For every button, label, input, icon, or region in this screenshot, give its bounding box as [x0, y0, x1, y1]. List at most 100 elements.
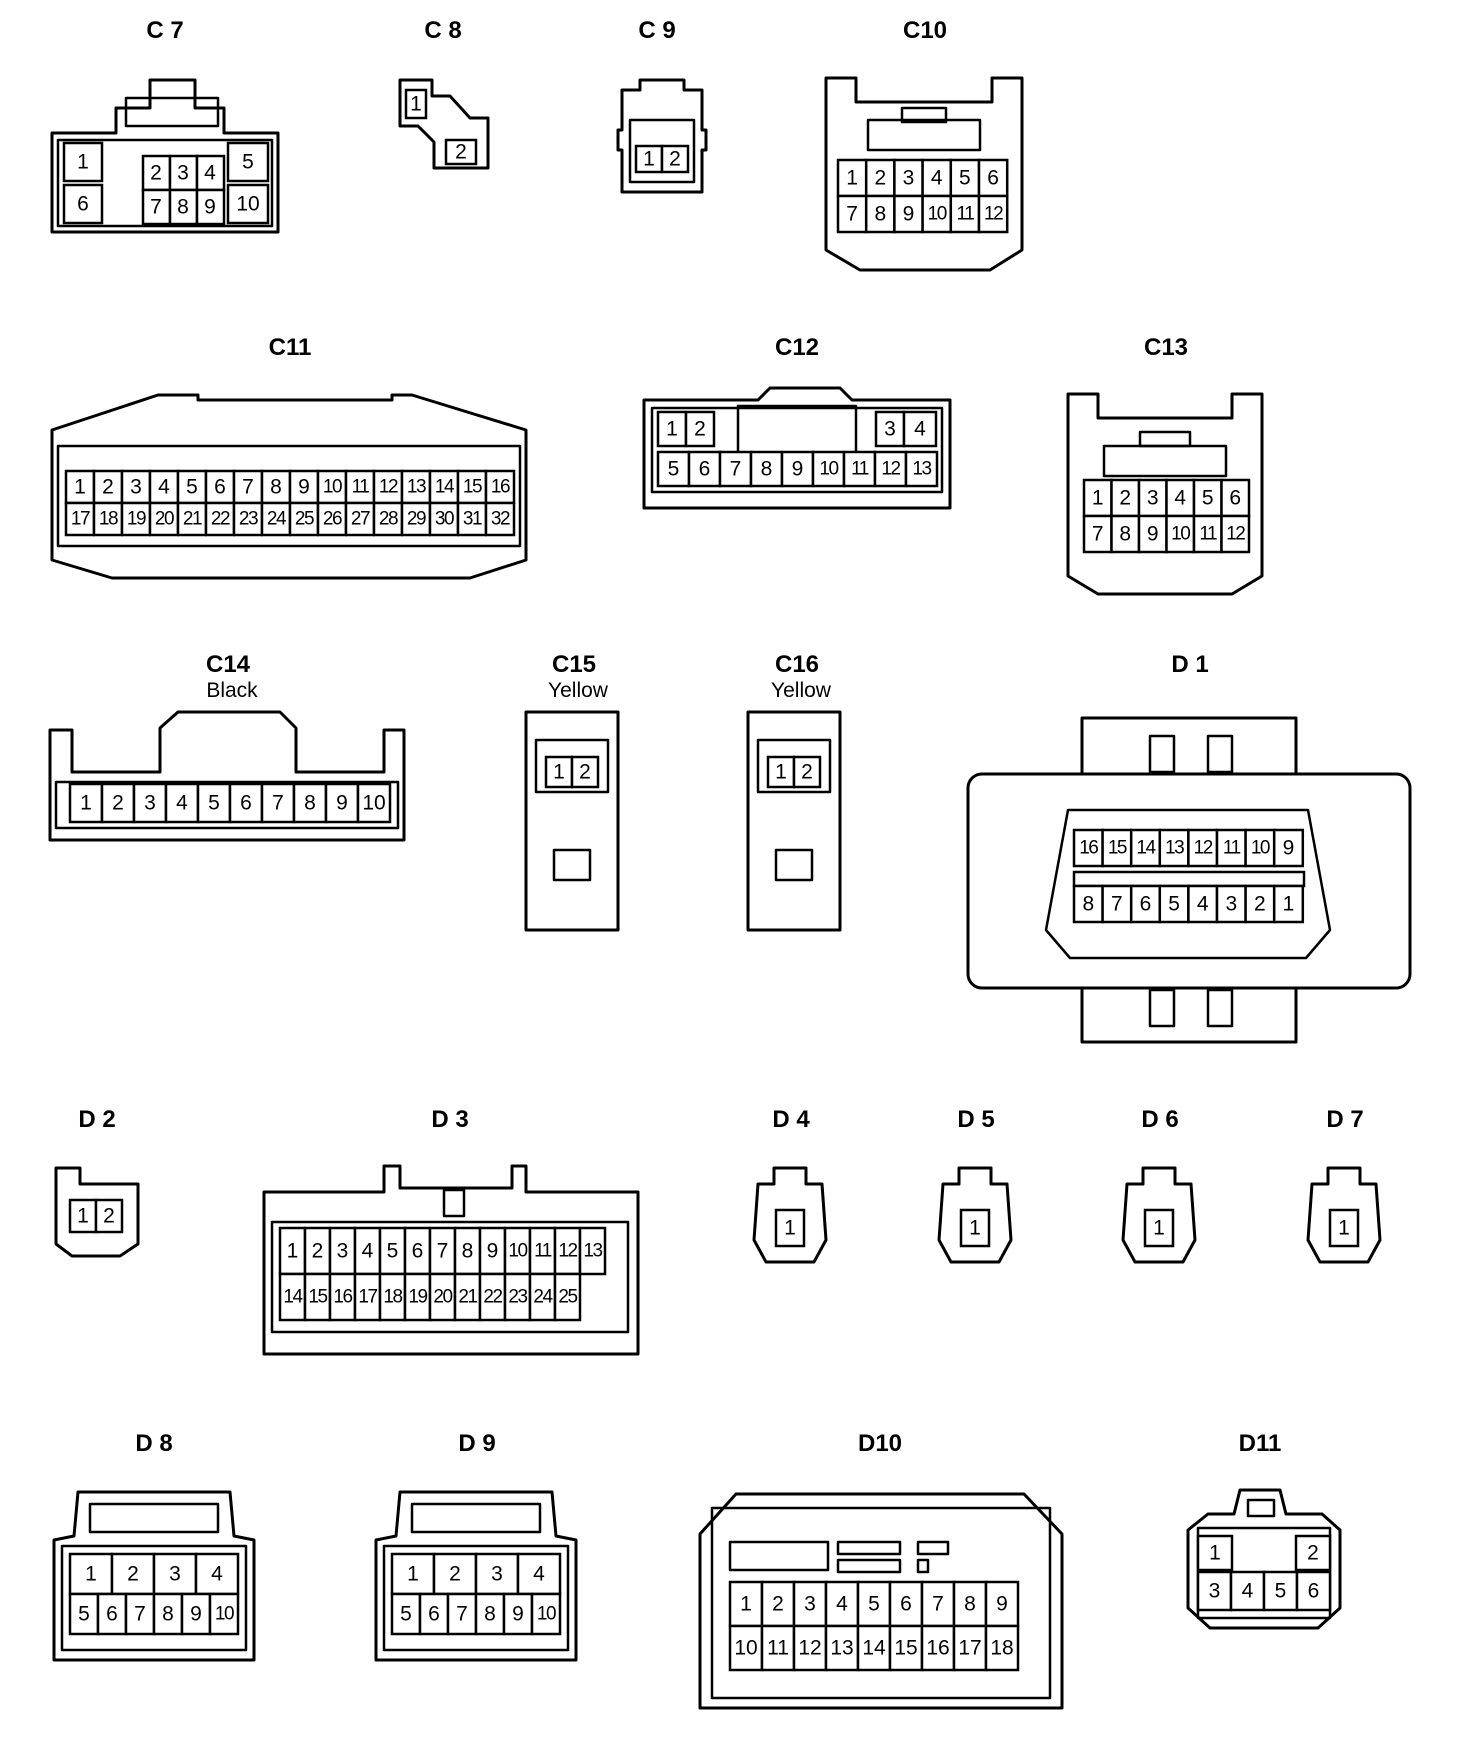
- pin-cell: [1072, 828, 1104, 868]
- pin: 7: [1092, 523, 1104, 546]
- connector-label: D 8: [135, 1430, 172, 1457]
- pin-cell: [503, 1272, 532, 1322]
- connector-label: C12: [775, 334, 819, 361]
- pin-cell: [1082, 514, 1113, 554]
- pin-cell: [288, 501, 320, 537]
- pin: 11: [352, 477, 370, 498]
- pin-cell: [378, 1226, 407, 1276]
- pin: 6: [240, 792, 252, 815]
- pin: 1: [740, 1593, 752, 1616]
- pin: 5: [208, 792, 220, 815]
- connector-label: D10: [858, 1430, 902, 1457]
- pin: 2: [669, 148, 681, 171]
- pin: 6: [699, 458, 711, 481]
- pin: 8: [1082, 893, 1094, 916]
- pin-cell: [893, 158, 924, 198]
- pin: 5: [1275, 1580, 1287, 1603]
- pin: 7: [242, 476, 254, 499]
- pin: 3: [337, 1240, 349, 1263]
- pin-cell: [1101, 884, 1133, 924]
- pin: 10: [1251, 838, 1270, 859]
- connector-label: D 2: [78, 1106, 115, 1133]
- pin: 5: [668, 458, 680, 481]
- connector-label: D 4: [772, 1106, 810, 1133]
- pin: 24: [267, 509, 287, 530]
- pin: 5: [78, 1603, 90, 1626]
- pin: 5: [868, 1593, 880, 1616]
- pin-cell: [977, 194, 1009, 234]
- pin: 4: [836, 1593, 848, 1616]
- pin: 10: [928, 204, 947, 225]
- pin: 13: [830, 1637, 853, 1660]
- pin-cell: [132, 782, 168, 824]
- pin: 26: [323, 509, 342, 530]
- pin-cell: [873, 450, 908, 488]
- pin: 14: [435, 477, 455, 498]
- pin-cell: [904, 450, 939, 488]
- pin-cell: [152, 1552, 198, 1596]
- pin: 10: [323, 477, 342, 498]
- pin-grid: 1 6 2 3 4 7 8 9 5 10: [62, 141, 270, 226]
- connector-sublabel: Yellow: [771, 679, 832, 702]
- pin: 2: [694, 418, 706, 441]
- pin-cell: [836, 158, 868, 198]
- pin: 2: [127, 1563, 139, 1586]
- pin-cell: [578, 1226, 607, 1276]
- pin-cell: [428, 1272, 457, 1322]
- pin: 27: [351, 509, 370, 530]
- connector-label: C15: [552, 651, 596, 678]
- pin: 22: [211, 509, 230, 530]
- pin: 25: [295, 509, 314, 530]
- connector-label: D 7: [1326, 1106, 1363, 1133]
- pin-cell: [194, 1552, 240, 1596]
- pin-cell: [372, 501, 404, 537]
- pin: 1: [775, 761, 787, 784]
- pin: 6: [987, 167, 999, 190]
- pin: 11: [1223, 838, 1241, 859]
- pin: 9: [903, 203, 915, 226]
- pin-cell: [502, 1592, 534, 1636]
- pin: 24: [533, 1287, 553, 1308]
- pin: 1: [77, 1205, 89, 1228]
- pin: 21: [183, 509, 202, 530]
- pin-cell: [428, 501, 460, 537]
- pin-cell: [888, 1580, 924, 1628]
- connector-label: C 8: [424, 17, 461, 44]
- connector-d7: D 7 1: [1306, 1106, 1382, 1264]
- pin: 4: [211, 1563, 223, 1586]
- pin: 3: [903, 167, 915, 190]
- pin-cell: [836, 194, 868, 234]
- pin: 17: [958, 1637, 981, 1660]
- connector-d5: D 5 1: [937, 1106, 1013, 1264]
- connector-c9: C 9 1 2: [616, 17, 708, 194]
- pin: 12: [798, 1637, 821, 1660]
- pin: 18: [99, 509, 118, 530]
- pin: 10: [215, 1604, 234, 1625]
- pin: 3: [1147, 487, 1159, 510]
- connector-label: C11: [269, 334, 312, 361]
- pin: 4: [176, 792, 188, 815]
- pin: 8: [761, 458, 773, 481]
- pin: 16: [1079, 838, 1098, 859]
- pin: 6: [900, 1593, 912, 1616]
- pin-cell: [152, 1592, 184, 1636]
- pin: 3: [491, 1563, 503, 1586]
- pin-cell: [196, 782, 232, 824]
- pin-cell: [100, 782, 136, 824]
- pin: 9: [1147, 523, 1159, 546]
- pin-cell: [390, 1552, 436, 1596]
- pin-cell: [920, 1624, 956, 1672]
- pin: 5: [400, 1603, 412, 1626]
- pin-cell: [453, 1272, 482, 1322]
- pin-cell: [378, 1272, 407, 1322]
- pin-cell: [780, 450, 815, 488]
- pin-cell: [1072, 884, 1104, 924]
- pin-cell: [260, 501, 292, 537]
- pin: 11: [534, 1241, 552, 1262]
